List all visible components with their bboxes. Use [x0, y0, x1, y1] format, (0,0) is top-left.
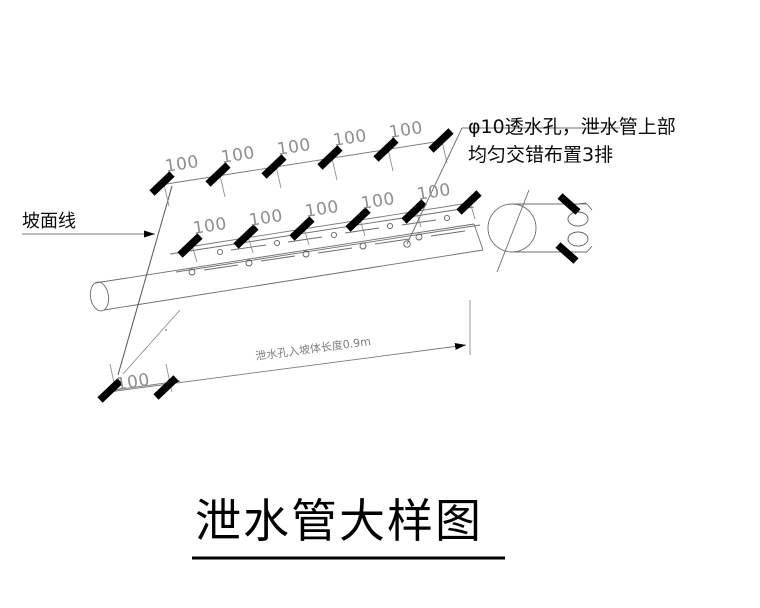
dim-upper-4: 100: [332, 126, 369, 151]
drawing-title: 泄水管大样图: [195, 494, 483, 548]
slope-face-line: [117, 185, 173, 376]
dimension-line-upper: [159, 140, 442, 186]
section-tick-upper: [557, 193, 581, 215]
annotation-line-1: φ10透水孔，泄水管上部: [468, 116, 676, 138]
slope-surface-line-geometry: [22, 185, 173, 376]
dimension-line-lower: [187, 202, 470, 248]
dim-upper-1: 100: [164, 152, 201, 177]
dim-upper-3: 100: [276, 135, 313, 160]
annotation-target-hole: [403, 240, 411, 248]
dimension-chain-upper: [149, 128, 454, 207]
pipe-section-view: [487, 189, 593, 273]
dim-lower-1: 100: [192, 214, 229, 239]
length-dim-ext-left: [122, 309, 181, 375]
annotation-leader: [403, 127, 620, 248]
perforation-holes-row-back: [216, 214, 451, 256]
dimension-labels-upper: 100 100 100 100 100: [164, 118, 425, 177]
pipe-cross-section-circle: [487, 203, 537, 253]
annotation-leader-line: [406, 127, 463, 245]
dim-lower-5: 100: [416, 180, 453, 205]
dimension-bottom-left: [97, 363, 181, 403]
pipe-left-end-cap: [89, 281, 110, 312]
drainage-pipe-body: [89, 223, 484, 312]
dimension-labels-lower: 100 100 100 100 100: [192, 180, 453, 239]
dim-upper-5: 100: [388, 118, 425, 143]
perforation-holes-row-front: [188, 230, 466, 276]
section-tick-lower: [555, 242, 579, 264]
slope-surface-line-label: 坡面线: [22, 211, 76, 232]
dimension-chain-lower: [177, 190, 482, 263]
dim-lower-3: 100: [304, 197, 341, 222]
section-hole-upper: [567, 211, 589, 227]
dim-bottom-left-1: 100: [115, 370, 152, 395]
dim-upper-2: 100: [220, 143, 257, 168]
annotation-line-2: 均匀交错布置3排: [468, 144, 613, 166]
section-hole-lower: [567, 231, 589, 247]
pipe-hole-band-lines: [169, 206, 481, 273]
dim-lower-4: 100: [360, 189, 397, 214]
dim-lower-2: 100: [248, 206, 285, 231]
length-dimension-label: 泄水孔入坡体长度0.9m: [255, 334, 372, 363]
